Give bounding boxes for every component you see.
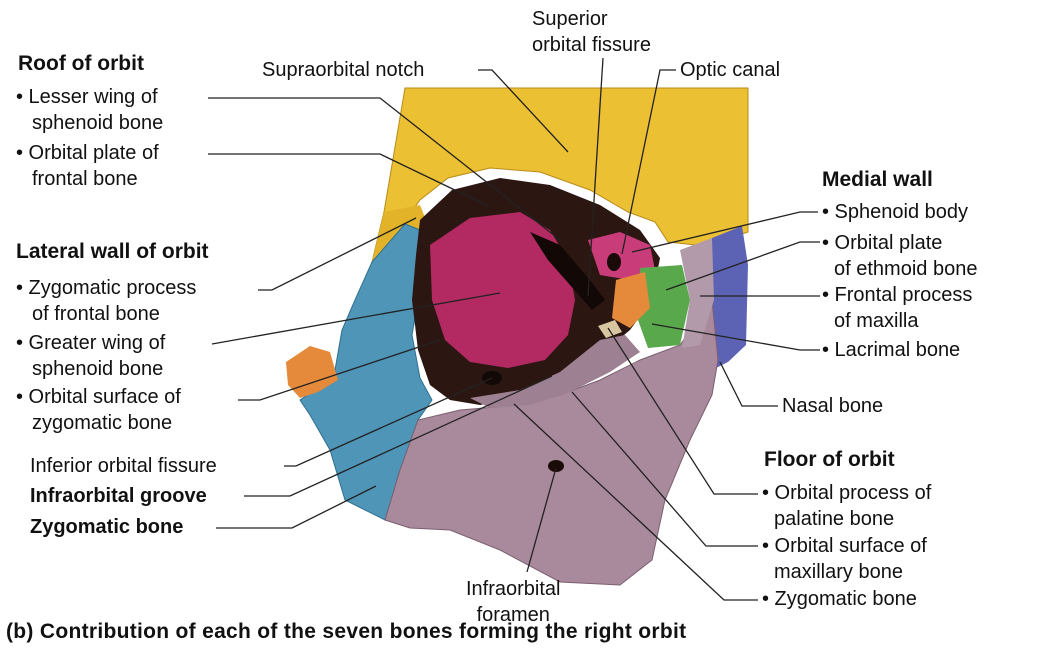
label-line: Superior <box>532 6 651 32</box>
label-palatine: • Orbital process of palatine bone <box>762 480 931 532</box>
label-line: • Frontal process <box>822 282 972 308</box>
label-optic-canal: Optic canal <box>680 58 780 82</box>
label-inferior-orbital-fissure: Inferior orbital fissure <box>30 454 217 478</box>
label-line: • Zygomatic process <box>16 275 196 301</box>
label-sphenoid-body: • Sphenoid body <box>822 199 968 225</box>
label-supraorbital-notch: Supraorbital notch <box>262 58 424 82</box>
label-infraorbital-groove: Infraorbital groove <box>30 484 207 508</box>
label-line: of frontal bone <box>16 301 196 327</box>
label-line: palatine bone <box>762 506 931 532</box>
label-greater-wing: • Greater wing of sphenoid bone <box>16 330 165 382</box>
header-floor-of-orbit: Floor of orbit <box>764 448 895 472</box>
label-line: sphenoid bone <box>16 356 165 382</box>
label-line: of maxilla <box>822 308 972 334</box>
label-frontal-process-maxilla: • Frontal process of maxilla <box>822 282 972 334</box>
optic-canal-hole <box>607 253 621 271</box>
leader-nasal <box>720 362 778 406</box>
label-zygomatic-bone-right: • Zygomatic bone <box>762 586 917 612</box>
header-roof-of-orbit: Roof of orbit <box>18 52 144 76</box>
label-line: • Orbital surface of <box>16 384 181 410</box>
label-orbital-surface-maxillary: • Orbital surface of maxillary bone <box>762 533 927 585</box>
label-line: frontal bone <box>16 166 159 192</box>
label-line: • Orbital process of <box>762 480 931 506</box>
label-line: • Greater wing of <box>16 330 165 356</box>
label-line: maxillary bone <box>762 559 927 585</box>
figure-caption: (b) Contribution of each of the seven bo… <box>6 620 686 644</box>
label-orbital-plate-ethmoid: • Orbital plate of ethmoid bone <box>822 230 977 282</box>
label-orbital-surface-zygomatic: • Orbital surface of zygomatic bone <box>16 384 181 436</box>
label-line: of ethmoid bone <box>822 256 977 282</box>
label-lacrimal-bone: • Lacrimal bone <box>822 337 960 363</box>
label-line: • Orbital plate <box>822 230 977 256</box>
label-line: sphenoid bone <box>16 110 163 136</box>
label-line: Infraorbital <box>466 576 561 602</box>
label-lesser-wing: • Lesser wing of sphenoid bone <box>16 84 163 136</box>
header-lateral-wall: Lateral wall of orbit <box>16 240 209 264</box>
label-line: • Lesser wing of <box>16 84 163 110</box>
label-line: • Sphenoid body <box>822 199 968 225</box>
label-line: • Lacrimal bone <box>822 337 960 363</box>
label-superior-orbital-fissure: Superior orbital fissure <box>532 6 651 58</box>
label-line: orbital fissure <box>532 32 651 58</box>
header-medial-wall: Medial wall <box>822 168 933 192</box>
label-zygomatic-process-frontal: • Zygomatic process of frontal bone <box>16 275 196 327</box>
label-line: • Orbital plate of <box>16 140 159 166</box>
label-nasal-bone: Nasal bone <box>782 394 883 418</box>
label-orbital-plate-frontal: • Orbital plate of frontal bone <box>16 140 159 192</box>
label-zygomatic-bone-left: Zygomatic bone <box>30 515 183 539</box>
label-line: • Zygomatic bone <box>762 586 917 612</box>
label-line: zygomatic bone <box>16 410 181 436</box>
label-line: • Orbital surface of <box>762 533 927 559</box>
